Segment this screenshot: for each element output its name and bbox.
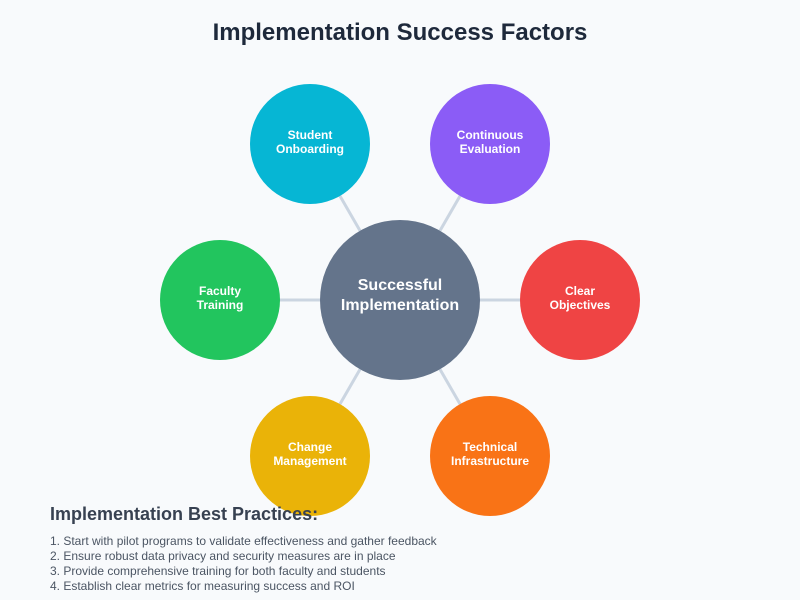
node-label: Continuous: [457, 128, 524, 142]
center-node: Successful Implementation: [320, 220, 480, 380]
node-student-onboarding: Student Onboarding: [250, 84, 370, 204]
node-circle: [160, 240, 280, 360]
node-change-management: Change Management: [250, 396, 370, 516]
node-circle: [250, 84, 370, 204]
node-technical-infrastructure: Technical Infrastructure: [430, 396, 550, 516]
practice-item: 4. Establish clear metrics for measuring…: [50, 579, 355, 593]
node-circle: [520, 240, 640, 360]
node-continuous-evaluation: Continuous Evaluation: [430, 84, 550, 204]
node-label: Management: [273, 454, 346, 468]
practice-item: 3. Provide comprehensive training for bo…: [50, 564, 386, 578]
node-circle: [430, 396, 550, 516]
practice-item: 2. Ensure robust data privacy and securi…: [50, 549, 396, 563]
node-label: Change: [288, 440, 332, 454]
node-circle: [250, 396, 370, 516]
center-label-line2: Implementation: [341, 297, 459, 314]
node-label: Faculty: [199, 284, 241, 298]
best-practices: Implementation Best Practices: 1. Start …: [50, 504, 438, 593]
best-practices-heading: Implementation Best Practices:: [50, 504, 318, 524]
page-title: Implementation Success Factors: [213, 19, 588, 46]
node-label: Evaluation: [460, 142, 521, 156]
node-label: Infrastructure: [451, 454, 529, 468]
node-label: Technical: [463, 440, 517, 454]
node-label: Student: [288, 128, 333, 142]
node-faculty-training: Faculty Training: [160, 240, 280, 360]
practice-item: 1. Start with pilot programs to validate…: [50, 534, 438, 548]
center-label-line1: Successful: [358, 277, 442, 294]
node-label: Onboarding: [276, 142, 344, 156]
node-label: Clear: [565, 284, 595, 298]
node-label: Objectives: [550, 298, 611, 312]
center-circle: [320, 220, 480, 380]
node-circle: [430, 84, 550, 204]
node-label: Training: [197, 298, 244, 312]
node-clear-objectives: Clear Objectives: [520, 240, 640, 360]
